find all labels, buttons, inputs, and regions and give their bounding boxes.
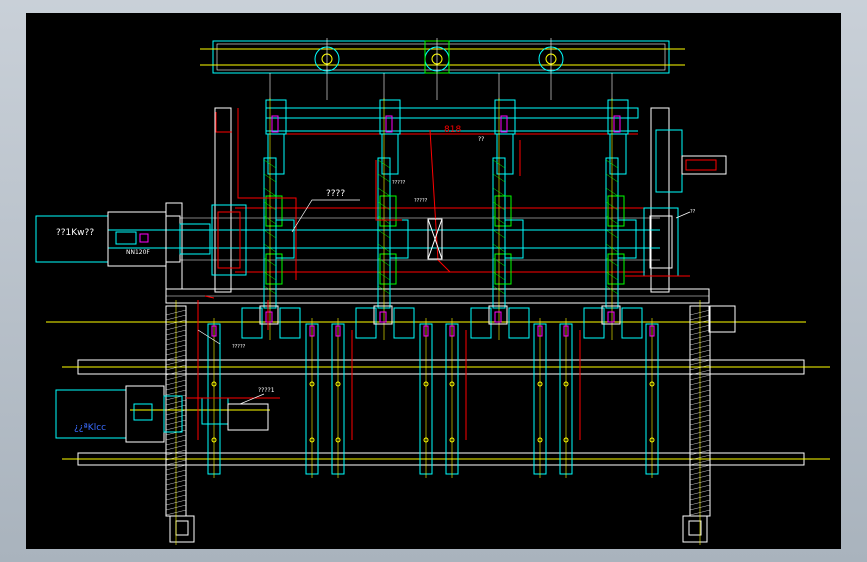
roller-5 [445, 318, 459, 478]
motor-top-label: ??1Kw?? [56, 228, 94, 238]
roller-3 [331, 318, 345, 478]
note-center: ???? [326, 189, 345, 199]
red-leaders [197, 108, 581, 440]
side-posts [165, 300, 736, 545]
roller-6 [533, 318, 547, 478]
roller-7 [559, 318, 573, 478]
note-d: ????1 [258, 387, 275, 394]
mechanical-drawing: ??1Kw?? NN120F ¿¿ªKlcc 818 ???? ?? ?????… [35, 38, 830, 545]
lower-rollers [207, 318, 659, 478]
drawing-canvas[interactable]: ??1Kw?? NN120F ¿¿ªKlcc 818 ???? ?? ?????… [26, 13, 841, 549]
post-hatch-2 [689, 309, 711, 516]
roller-4 [419, 318, 433, 478]
note-b: ????? [392, 180, 406, 186]
pusher-column-1 [241, 98, 301, 340]
annotations: ??1Kw?? NN120F ¿¿ªKlcc 818 ???? ?? ?????… [56, 125, 696, 433]
pusher-column-3 [470, 98, 530, 340]
pusher-column-4 [583, 98, 643, 340]
hatching [165, 309, 711, 516]
note-a: ?? [478, 136, 484, 143]
center-block [427, 218, 443, 260]
roller-8 [645, 318, 659, 478]
motor-bottom-label: ¿¿ªKlcc [74, 423, 106, 433]
motor-top-model: NN120F [126, 249, 150, 256]
pusher-columns [241, 98, 643, 340]
right-unit [625, 129, 727, 277]
note-c: ????? [414, 198, 428, 204]
top-plate [200, 38, 685, 100]
bottom-motor [55, 385, 280, 443]
top-motor [35, 204, 247, 276]
dimension-818: 818 [444, 125, 461, 135]
main-frame [165, 107, 710, 304]
note-right: ?? [690, 209, 696, 215]
note-e: ????? [232, 344, 246, 350]
roller-2 [305, 318, 319, 478]
leader-lines [197, 199, 691, 405]
